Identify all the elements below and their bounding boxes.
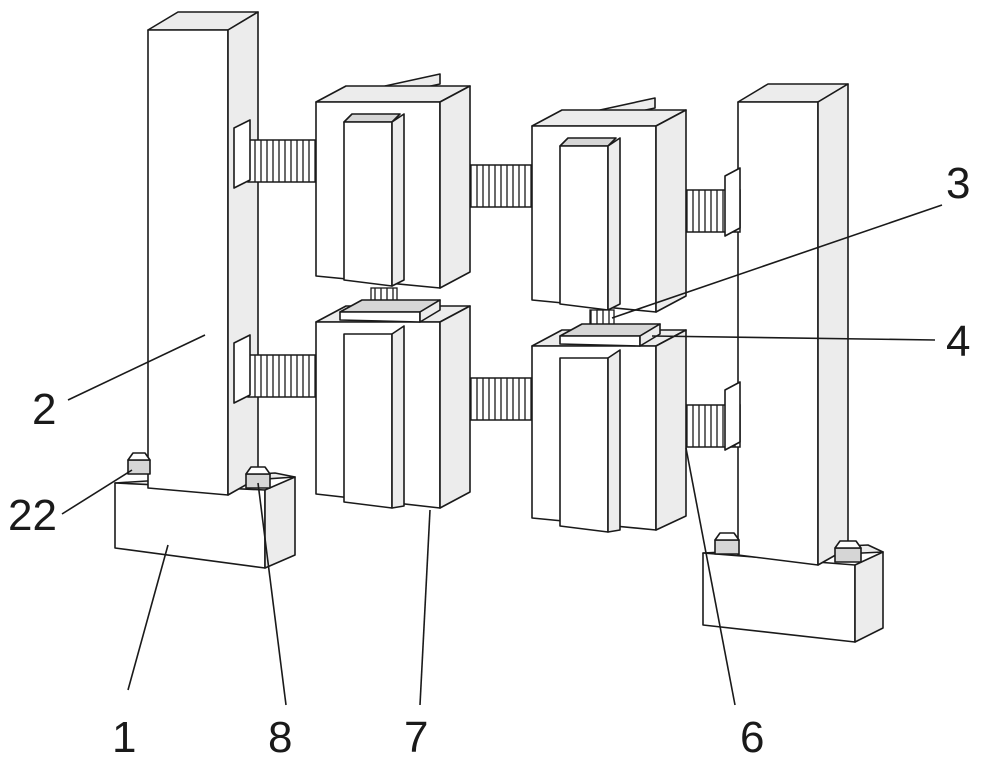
spring-left bbox=[339, 287, 441, 323]
block-upper-right bbox=[531, 97, 687, 313]
right-column bbox=[737, 83, 849, 566]
label-22: 22 bbox=[8, 491, 57, 540]
bolt-8 bbox=[245, 466, 271, 489]
bolt-22 bbox=[127, 452, 151, 475]
block-upper-left bbox=[315, 73, 471, 289]
label-6: 6 bbox=[740, 713, 764, 762]
block-lower-right bbox=[531, 329, 687, 533]
label-2: 2 bbox=[32, 385, 56, 434]
plate-4 bbox=[559, 323, 661, 347]
label-7: 7 bbox=[404, 713, 428, 762]
block-lower-left bbox=[315, 305, 471, 509]
bolt-right-back bbox=[834, 540, 862, 563]
left-column bbox=[147, 11, 259, 496]
label-8: 8 bbox=[268, 713, 292, 762]
label-3: 3 bbox=[946, 159, 970, 208]
leader-lines bbox=[61, 204, 943, 706]
label-1: 1 bbox=[112, 713, 136, 762]
bolt-right-front bbox=[714, 532, 740, 555]
label-4: 4 bbox=[946, 317, 970, 366]
